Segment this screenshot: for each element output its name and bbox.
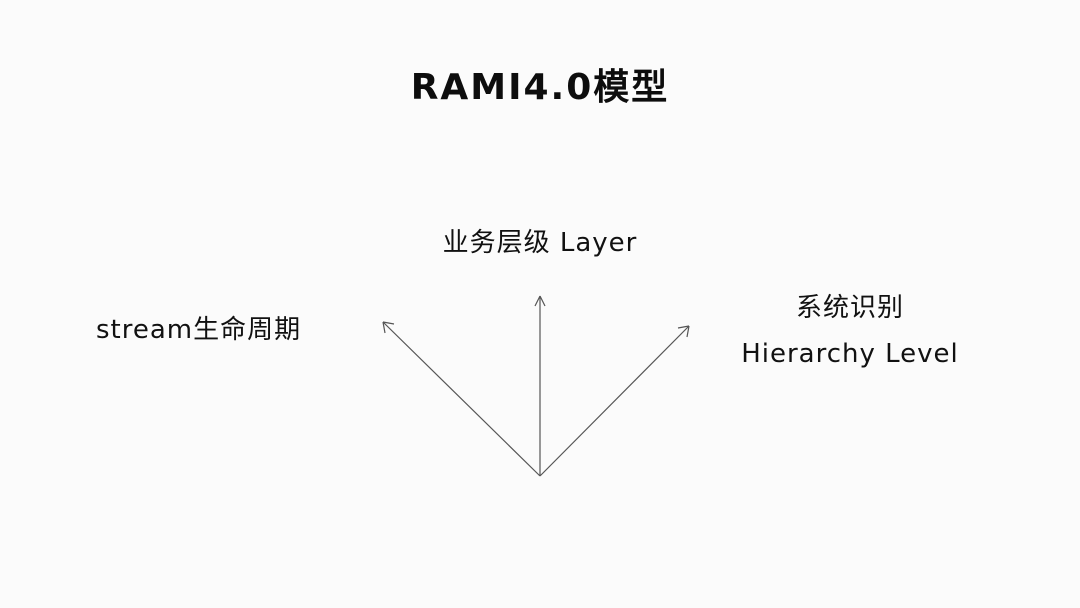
axis-label-hierarchy: 系统识别 Hierarchy Level xyxy=(700,285,1000,377)
axis-label-lifecycle: stream生命周期 xyxy=(96,315,302,345)
diagram-title: RAMI4.0模型 xyxy=(410,67,670,108)
arrow-up xyxy=(534,295,546,476)
axis-label-layer: 业务层级 Layer xyxy=(442,228,638,258)
axis-label-hierarchy-en: Hierarchy Level xyxy=(741,339,959,369)
arrow-right xyxy=(539,325,690,477)
arrow-left xyxy=(382,321,541,477)
axis-label-hierarchy-cn: 系统识别 xyxy=(795,293,904,323)
